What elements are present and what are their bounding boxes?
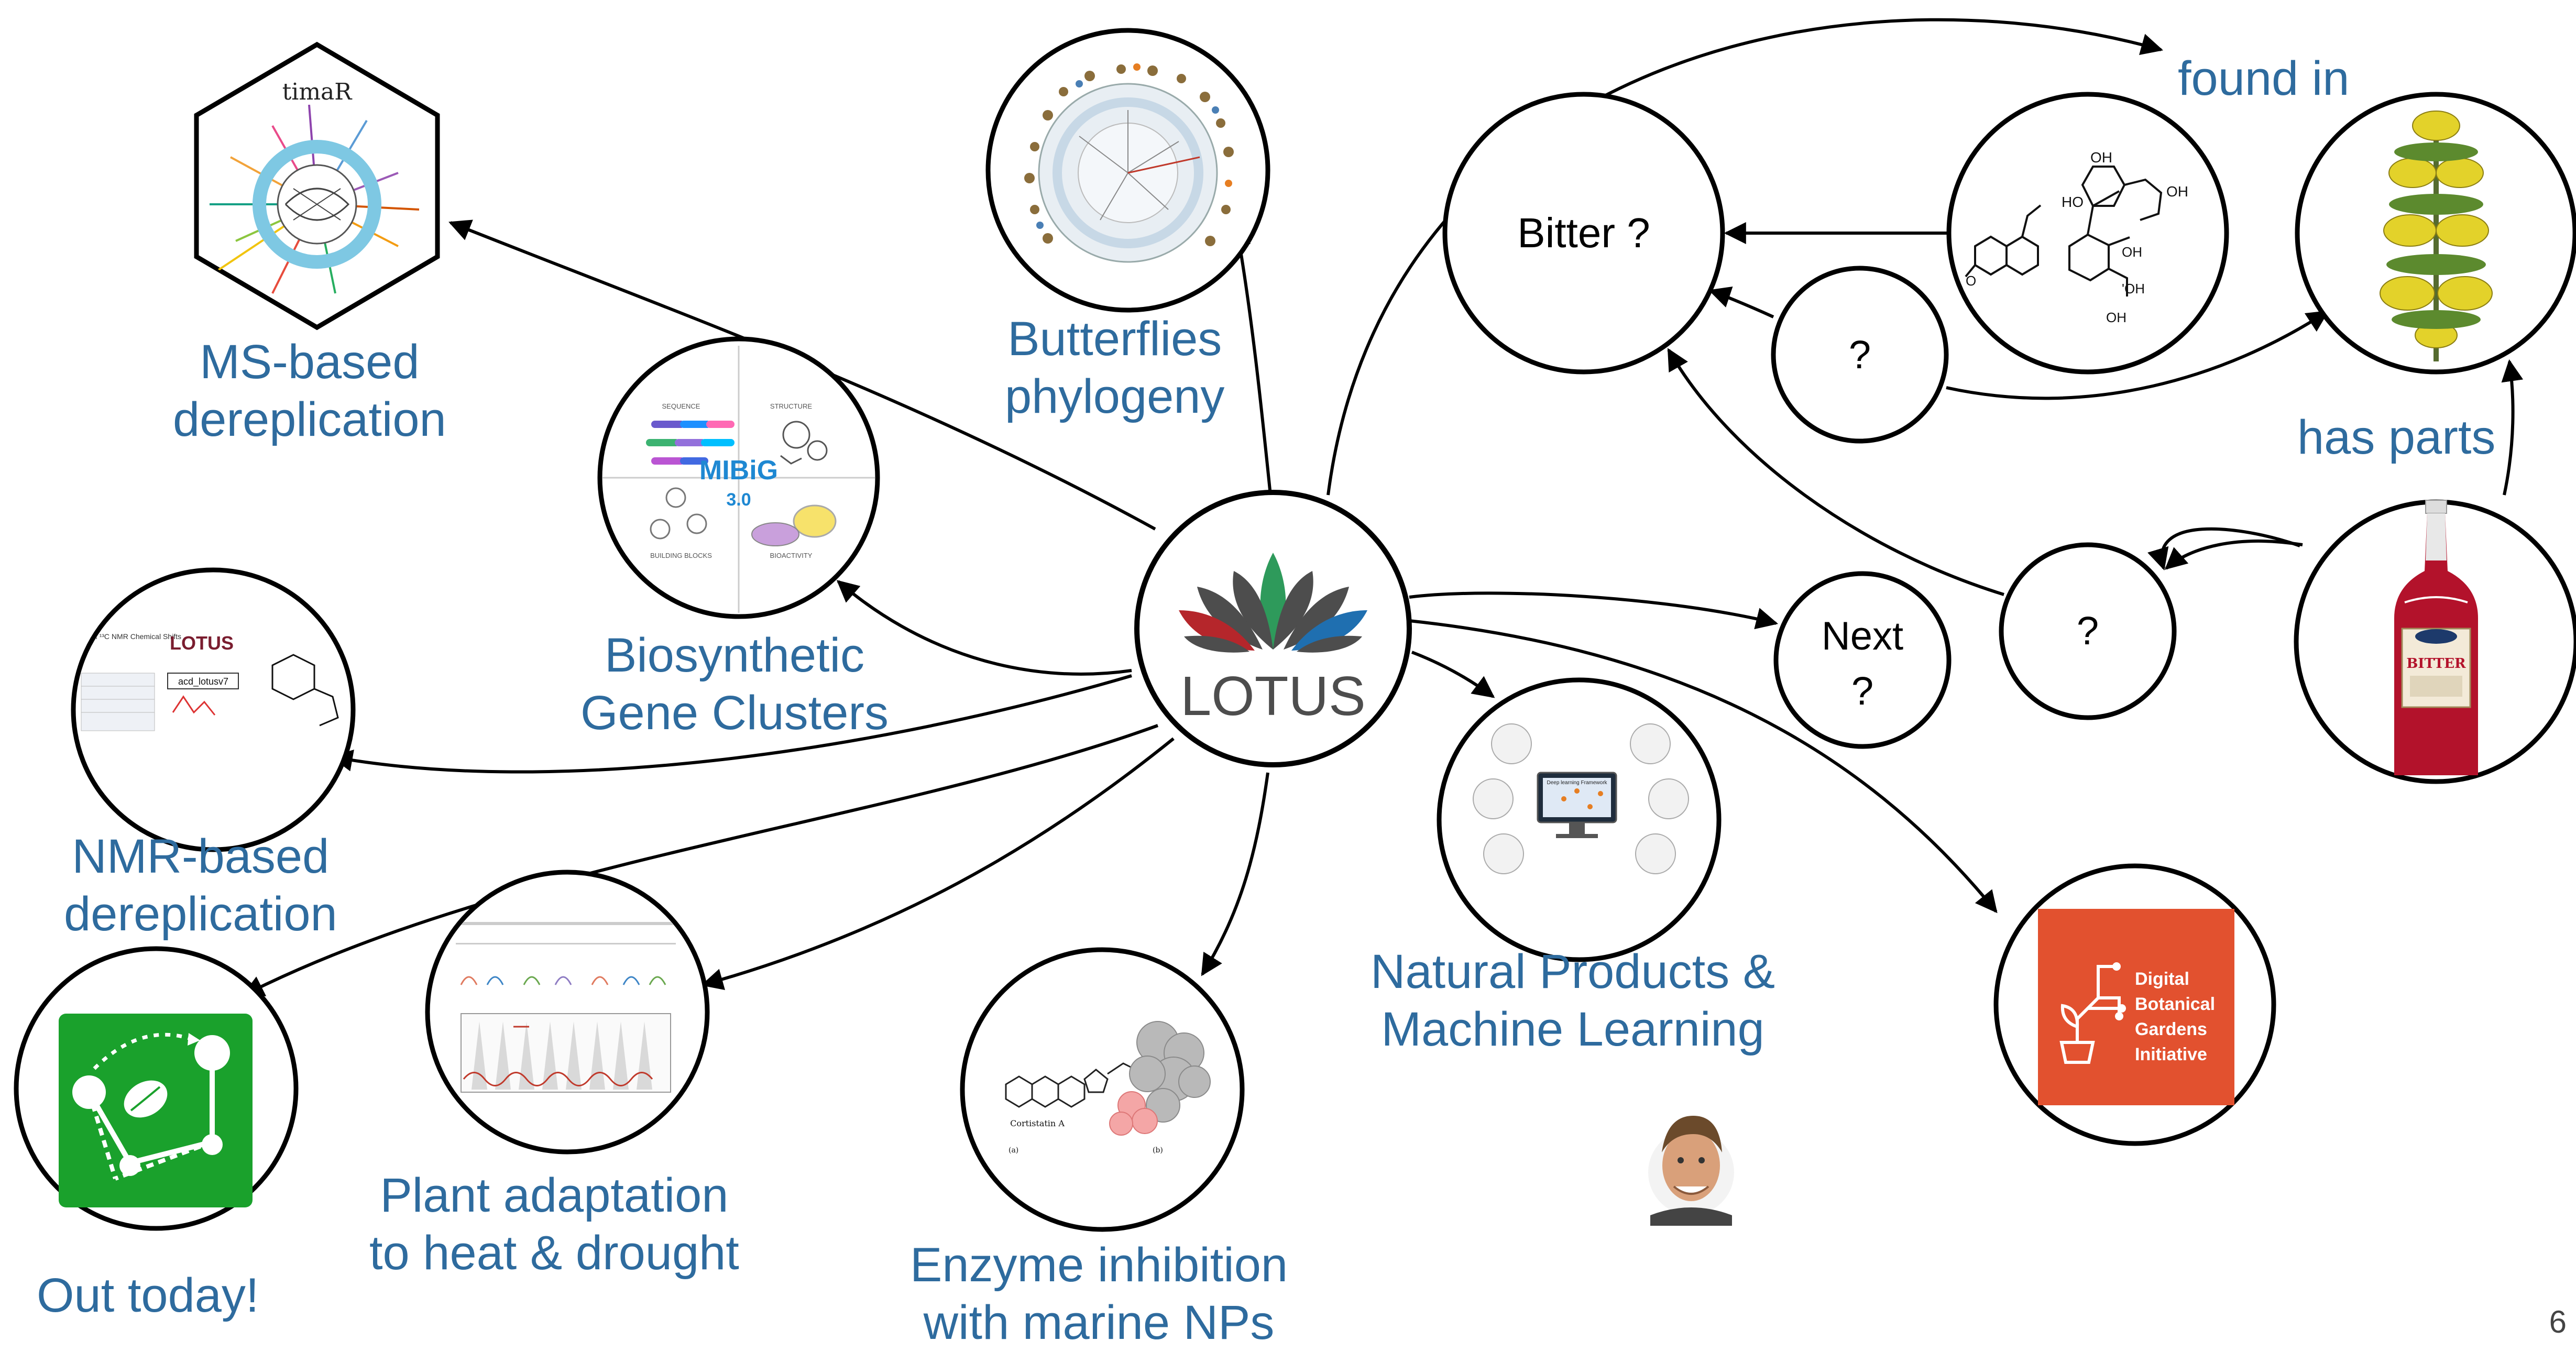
unknown-node-1-label: ? — [1849, 333, 1871, 377]
arrow-lotus-to-enzyme — [1201, 772, 1269, 976]
found-in-label: found in — [2178, 52, 2350, 105]
arrow-martini-to-q2 — [2147, 527, 2300, 571]
svg-text:OH: OH — [2122, 244, 2142, 260]
arrow-lotus-to-found-in — [1327, 18, 2164, 496]
nmr-figure-icon: Experimental ¹³C NMR Chemical Shifts LOT… — [54, 632, 339, 731]
next-node[interactable]: Next ? — [1773, 571, 1952, 749]
arrow-lotus-to-ml — [1411, 651, 1495, 698]
svg-text:SEQUENCE: SEQUENCE — [662, 402, 700, 410]
svg-text:BITTER: BITTER — [2406, 656, 2466, 672]
svg-text:'OH: 'OH — [2122, 281, 2145, 296]
gentian-plant-icon — [2380, 111, 2493, 361]
svg-text:OH: OH — [2106, 310, 2126, 325]
timar-logo-icon: timaR — [194, 41, 440, 331]
heat-drought-chart-icon — [456, 922, 676, 1093]
arrow-martini-to-q2-main — [2164, 539, 2303, 570]
svg-text:(b): (b) — [1153, 1146, 1163, 1155]
dbgi-line-botanical: Botanical — [2135, 994, 2215, 1014]
enzyme-node: Cortistatin A (a) (b) — [960, 947, 1245, 1232]
graph-network-icon — [59, 1014, 253, 1207]
svg-text:3.0: 3.0 — [726, 490, 751, 510]
svg-text:Deep learning Framework: Deep learning Framework — [1547, 780, 1607, 786]
arrow-q1-to-plant — [1946, 310, 2329, 400]
out-today-label: Out today! — [37, 1269, 259, 1322]
arrow-lotus-to-bgc — [836, 580, 1132, 676]
enzyme-structure-icon: Cortistatin A (a) (b) — [1005, 1021, 1211, 1155]
out-today-node — [14, 946, 299, 1231]
svg-text:STRUCTURE: STRUCTURE — [770, 402, 812, 410]
ml-diagram-icon: Deep learning Framework — [1473, 723, 1689, 874]
dbgi-logo-icon: Digital Botanical Gardens Initiative — [2038, 909, 2234, 1105]
arrow-lotus-to-out-today — [242, 724, 1159, 997]
bitter-node[interactable]: Bitter ? — [1442, 92, 1725, 375]
arrow-lotus-to-plant — [700, 737, 1175, 991]
dbgi-line-gardens: Gardens — [2135, 1019, 2207, 1039]
unknown-node-2-label: ? — [2077, 609, 2099, 653]
next-label: Next — [1822, 614, 1903, 658]
page-number: 6 — [2549, 1304, 2567, 1339]
dbgi-line-initiative: Initiative — [2135, 1045, 2207, 1064]
bitter-label: Bitter ? — [1517, 210, 1650, 256]
timar-logo-text: timaR — [282, 79, 353, 105]
has-parts-label: has parts — [2297, 411, 2496, 464]
unknown-node-1[interactable]: ? — [1771, 266, 1949, 444]
svg-text:BUILDING BLOCKS: BUILDING BLOCKS — [650, 552, 712, 559]
mibig-logo-icon: SEQUENCE STRUCTURE BUILDING BLOCKS BIOAC… — [602, 346, 875, 613]
svg-text:acd_lotusv7: acd_lotusv7 — [178, 676, 228, 687]
martini-bottle-icon: BITTER — [2394, 500, 2478, 775]
arrow-lotus-to-next — [1409, 591, 1779, 630]
svg-text:O: O — [1966, 273, 1976, 289]
lotus-flower-icon — [1179, 553, 1367, 653]
np-ml-node: Deep learning Framework — [1437, 677, 1722, 962]
lotus-hub[interactable]: LOTUS — [1134, 490, 1412, 767]
plant-part-node[interactable] — [2295, 92, 2576, 375]
arrow-lotus-to-dbgi — [1409, 619, 1998, 914]
svg-text:HO: HO — [2062, 194, 2084, 210]
lotus-label: LOTUS — [1180, 665, 1365, 727]
svg-text:Cortistatin A: Cortistatin A — [1010, 1118, 1065, 1128]
connector-arrows — [242, 18, 2524, 997]
butterflies-node — [985, 28, 1270, 313]
arrow-q1-to-bitter — [1708, 287, 1774, 318]
nmr-node: Experimental ¹³C NMR Chemical Shifts LOT… — [54, 567, 356, 852]
arrow-martini-to-plant — [2501, 359, 2524, 496]
svg-text:LOTUS: LOTUS — [170, 632, 234, 654]
dbgi-line-digital: Digital — [2135, 969, 2189, 989]
svg-text:Experimental ¹³C NMR Chemical: Experimental ¹³C NMR Chemical Shifts — [54, 632, 181, 641]
plant-node — [425, 870, 710, 1155]
unknown-node-2[interactable]: ? — [1999, 542, 2177, 720]
bgc-node: SEQUENCE STRUCTURE BUILDING BLOCKS BIOAC… — [597, 336, 880, 619]
arrow-q2-to-bitter — [1667, 348, 2004, 596]
svg-text:(a): (a) — [1009, 1146, 1018, 1155]
svg-text:MIBiG: MIBiG — [699, 455, 778, 486]
np-ml-label: Natural Products &Machine Learning — [1371, 945, 1775, 1057]
person-avatar — [1648, 1116, 1734, 1226]
iridoid-molecule-icon: OH HO OH OH 'OH OH O — [1965, 149, 2188, 325]
molecule-node[interactable]: OH HO OH OH 'OH OH O — [1946, 92, 2229, 375]
dbgi-node[interactable]: Digital Botanical Gardens Initiative — [1993, 863, 2276, 1146]
svg-text:OH: OH — [2166, 183, 2188, 200]
martini-node[interactable]: BITTER — [2294, 499, 2576, 784]
next-question-label: ? — [1851, 669, 1873, 713]
butterfly-tree-icon — [1024, 63, 1234, 263]
arrow-lotus-to-nmr — [330, 674, 1132, 774]
arrow-lotus-to-butterflies — [1229, 224, 1272, 496]
svg-text:OH: OH — [2090, 149, 2112, 166]
svg-text:BIOACTIVITY: BIOACTIVITY — [770, 552, 813, 559]
